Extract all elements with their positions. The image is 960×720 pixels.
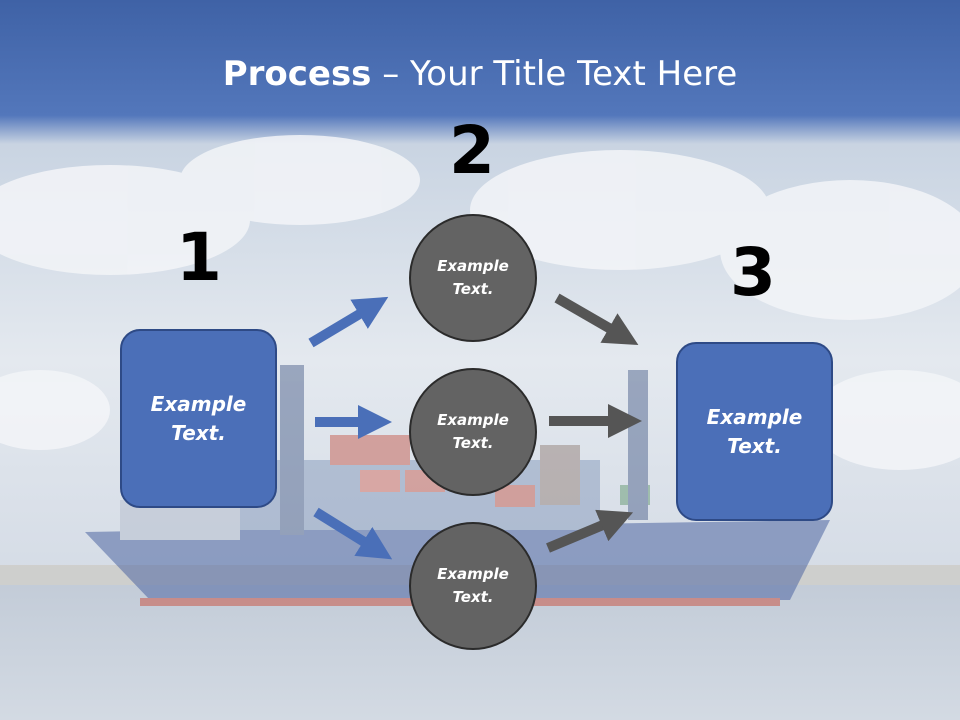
step-number-2: 2: [449, 112, 495, 189]
arrow-box1-to-circle-top: [308, 296, 389, 348]
step-number-3: 3: [730, 234, 776, 311]
step-2-circle-middle: Example Text.: [409, 368, 537, 496]
step-2-circle-top: Example Text.: [409, 214, 537, 342]
step-3-box: Example Text.: [676, 342, 833, 521]
arrow-circle-bottom-to-box3: [546, 509, 634, 553]
arrow-box1-to-circle-bottom: [313, 507, 393, 560]
step-1-box: Example Text.: [120, 329, 277, 508]
arrow-circle-top-to-box3: [554, 293, 639, 346]
step-number-1: 1: [176, 219, 222, 296]
step-2-circle-bottom: Example Text.: [409, 522, 537, 650]
clouds: [0, 135, 960, 470]
title-bold: Process: [222, 54, 372, 94]
title-rest: – Your Title Text Here: [371, 54, 738, 94]
slide-title: Process – Your Title Text Here: [0, 52, 960, 96]
